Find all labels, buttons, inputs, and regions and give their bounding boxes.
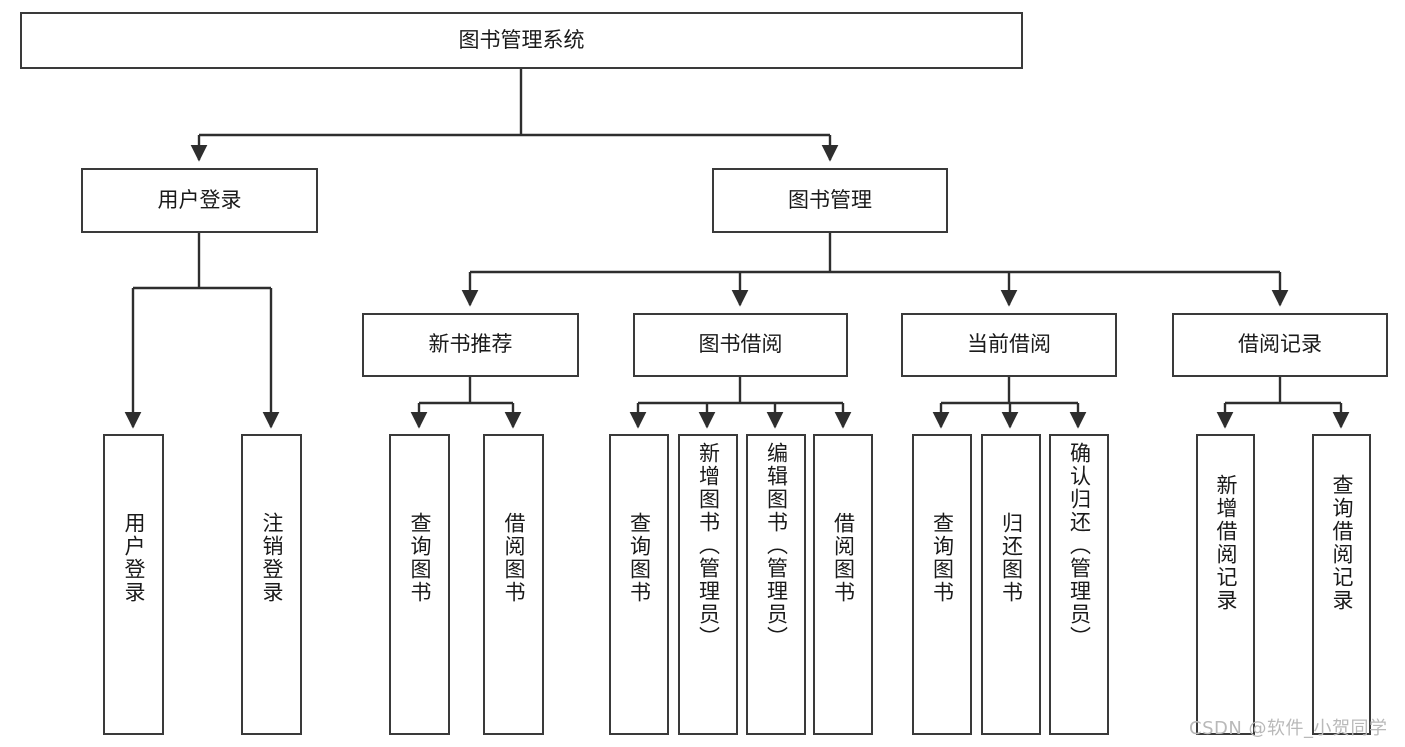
node-label: 查询图书 [930,512,955,604]
leaf-add-borrow-record[interactable]: 新增借阅记录 [1196,434,1255,735]
node-label: 新增借阅记录 [1214,474,1238,612]
leaf-edit-book-admin[interactable]: 编辑图书（管理员） [746,434,806,735]
node-label: 图书管理 [788,187,872,212]
leaf-query-book-2[interactable]: 查询图书 [609,434,669,735]
node-book-borrow[interactable]: 图书借阅 [633,313,848,377]
node-borrow-record[interactable]: 借阅记录 [1172,313,1388,377]
node-label: 查询借阅记录 [1330,474,1354,612]
node-label: 用户登录 [157,187,242,212]
node-label: 编辑图书（管理员） [764,442,789,649]
node-label: 用户登录 [122,512,146,604]
node-label: 查询图书 [627,512,652,604]
leaf-query-borrow-record[interactable]: 查询借阅记录 [1312,434,1371,735]
leaf-borrow-book-1[interactable]: 借阅图书 [483,434,544,735]
leaf-query-book-3[interactable]: 查询图书 [912,434,972,735]
leaf-borrow-book-2[interactable]: 借阅图书 [813,434,873,735]
leaf-user-login[interactable]: 用户登录 [103,434,164,735]
leaf-add-book-admin[interactable]: 新增图书（管理员） [678,434,738,735]
node-label: 查询图书 [408,512,432,604]
node-user-login[interactable]: 用户登录 [81,168,318,233]
node-label: 借阅记录 [1238,332,1322,357]
leaf-confirm-return-admin[interactable]: 确认归还（管理员） [1049,434,1109,735]
leaf-query-book-1[interactable]: 查询图书 [389,434,450,735]
node-book-management[interactable]: 图书管理 [712,168,948,233]
node-label: 借阅图书 [831,512,856,604]
node-root-book-management-system[interactable]: 图书管理系统 [20,12,1023,69]
node-label: 归还图书 [999,512,1024,604]
node-label: 新增图书（管理员） [696,442,721,649]
node-label: 注销登录 [260,512,284,604]
node-current-borrow[interactable]: 当前借阅 [901,313,1117,377]
node-label: 借阅图书 [502,512,526,604]
node-label: 当前借阅 [967,332,1051,357]
node-label: 图书借阅 [698,332,783,357]
node-label: 确认归还（管理员） [1067,442,1092,649]
leaf-logout[interactable]: 注销登录 [241,434,302,735]
node-label: 图书管理系统 [458,27,585,52]
node-new-book-recommend[interactable]: 新书推荐 [362,313,579,377]
node-label: 新书推荐 [428,332,513,357]
leaf-return-book[interactable]: 归还图书 [981,434,1041,735]
